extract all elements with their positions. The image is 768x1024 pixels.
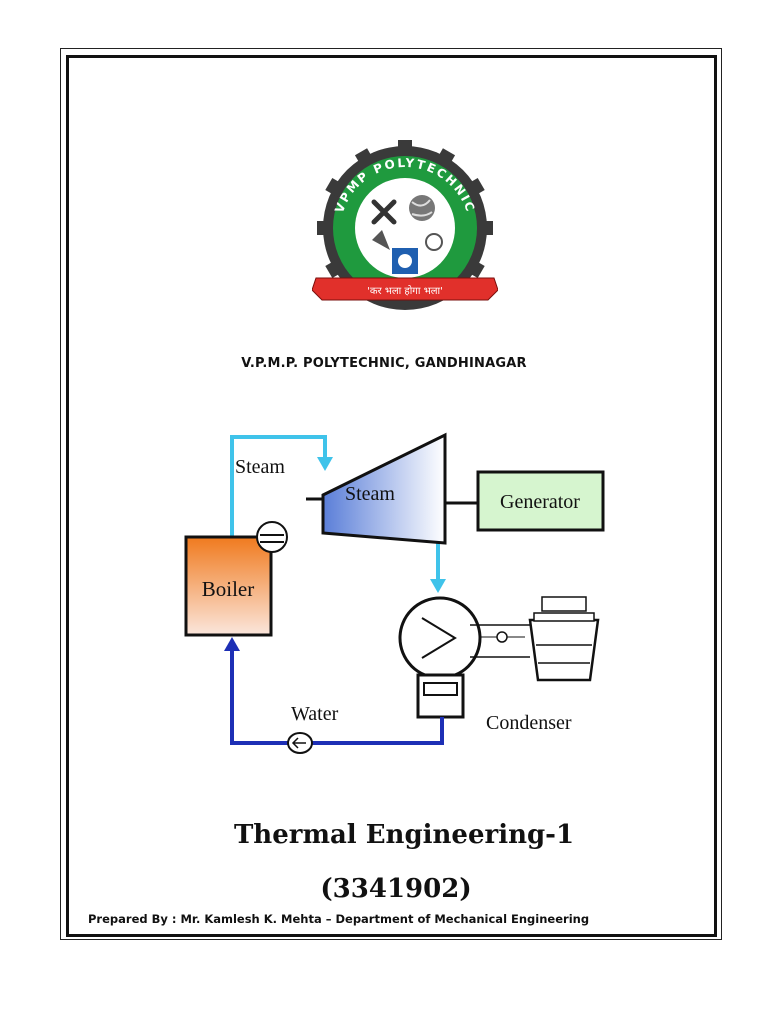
generator-label: Generator: [500, 491, 580, 513]
turbine: [321, 432, 447, 545]
condenser-label: Condenser: [486, 712, 572, 734]
lab-equipment-icon: [372, 230, 443, 251]
institute-name: V.P.M.P. POLYTECHNIC, GANDHINAGAR: [241, 356, 527, 371]
boiler-label: Boiler: [202, 577, 255, 601]
tools-icon: [371, 199, 397, 225]
boiler: [184, 535, 273, 637]
course-code: (3341902): [320, 874, 472, 904]
author-line: Prepared By : Mr. Kamlesh K. Mehta – Dep…: [88, 912, 590, 926]
steam-arrow-icon: [430, 579, 446, 593]
power-plant-diagram: Steam Steam Generator Boiler Condenser: [184, 432, 605, 754]
logo-motto: 'कर भला होगा भला': [367, 285, 443, 297]
globe-icon: [409, 195, 435, 221]
water-return-pipe: [224, 637, 444, 745]
generator: [476, 470, 605, 532]
steam-pipe-label: Steam: [235, 456, 285, 478]
cooling-tower-icon: [528, 596, 600, 682]
condenser: [398, 596, 482, 719]
emblem-icon: [392, 248, 418, 274]
motto-banner: 'कर भला होगा भला': [312, 277, 498, 301]
steam-pipe: [230, 435, 446, 593]
feed-pump-icon: [287, 732, 313, 754]
college-logo: VPMP POLYTECHNIC 'कर भला होगा भला': [312, 140, 498, 310]
page-border-inner: [66, 55, 717, 937]
page-border-outer: [60, 48, 722, 940]
steam-drum-icon: [256, 521, 288, 553]
water-label: Water: [291, 703, 339, 725]
turbine-label: Steam: [345, 483, 395, 505]
document-title: Thermal Engineering-1: [233, 820, 575, 850]
cooling-pump-icon: [496, 631, 508, 643]
cooling-water-lines: [470, 624, 530, 658]
